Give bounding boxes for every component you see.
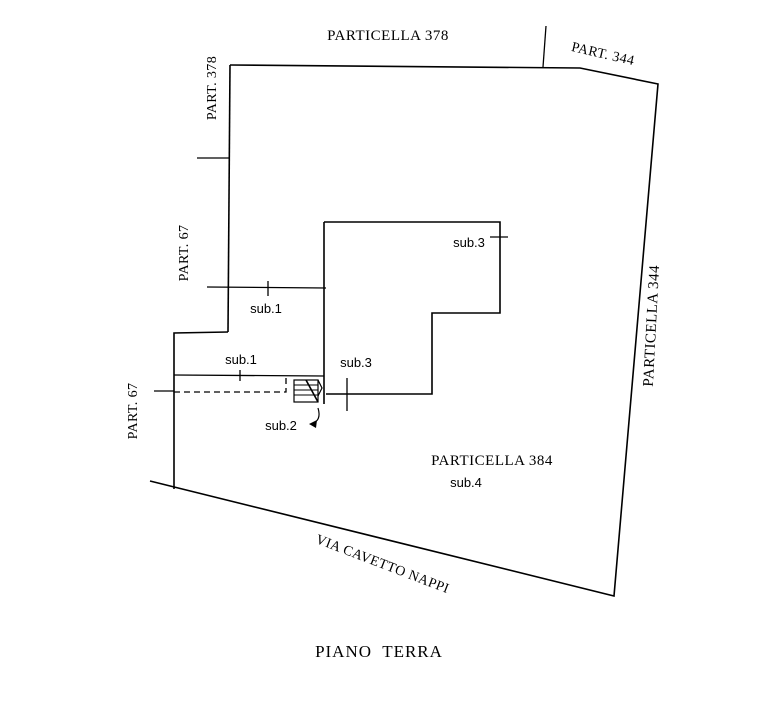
- label-via-cavetto-nappi: VIA CAVETTO NAPPI: [313, 532, 451, 597]
- label-sub2: sub.2: [265, 418, 297, 433]
- sub2-arrow: [309, 407, 320, 428]
- lot-boundary-left: [227, 64, 231, 333]
- label-particella-378: PARTICELLA 378: [327, 28, 449, 44]
- plan-title: PIANO TERRA: [315, 642, 443, 661]
- label-sub1-upper: sub.1: [250, 301, 282, 316]
- boundary-tick-part-344: [542, 25, 547, 68]
- label-sub4: sub.4: [450, 475, 482, 490]
- label-particella-384: PARTICELLA 384: [431, 453, 553, 469]
- label-part-378-left: PART. 378: [205, 56, 220, 120]
- label-part-67-lower: PART. 67: [126, 383, 141, 440]
- label-sub3-upper: sub.3: [453, 235, 485, 250]
- label-sub3-lower: sub.3: [340, 355, 372, 370]
- label-part-344-top: PART. 344: [570, 40, 636, 69]
- lot-boundary: [149, 64, 659, 598]
- label-particella-344: PARTICELLA 344: [641, 265, 663, 387]
- label-part-67-middle: PART. 67: [177, 225, 192, 282]
- label-sub1-lower: sub.1: [225, 352, 257, 367]
- lot-boundary-step: [173, 331, 229, 489]
- building-sub3-outline: [324, 221, 501, 395]
- staircase-sub2: [293, 379, 323, 403]
- sub1-dashed-line: [174, 377, 287, 393]
- sub1-strip-line: [173, 374, 325, 377]
- boundary-tick-part-67-upper: [206, 286, 327, 289]
